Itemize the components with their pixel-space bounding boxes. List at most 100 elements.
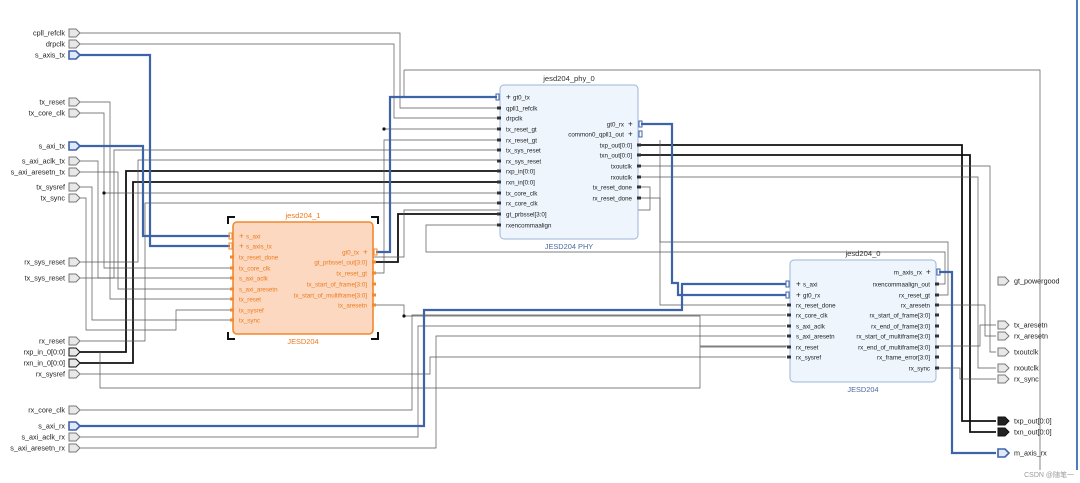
pin[interactable] (637, 185, 641, 189)
pin[interactable] (230, 318, 234, 322)
pin[interactable] (787, 355, 791, 359)
pin[interactable] (935, 355, 939, 359)
pin[interactable] (497, 138, 501, 142)
pin-label: tx_sys_reset (506, 148, 541, 155)
pin[interactable] (230, 297, 234, 301)
pin[interactable] (637, 164, 641, 168)
pin[interactable] (935, 293, 939, 297)
input-port-tx-sys-reset[interactable]: tx_sys_reset (25, 273, 81, 283)
input-port-s-axi-tx[interactable]: s_axi_tx (39, 141, 82, 151)
input-port-s-axi-aclk-rx[interactable]: s_axi_aclk_rx (21, 432, 81, 442)
net-connection (641, 144, 996, 422)
pin[interactable] (637, 153, 641, 157)
input-port-rx-sysref[interactable]: rx_sysref (36, 369, 81, 379)
interface-pin[interactable] (638, 120, 643, 128)
pin[interactable] (935, 282, 939, 286)
port-label: tx_sysref (36, 183, 65, 192)
pin[interactable] (787, 334, 791, 338)
pin-label: rx_reset_done (592, 196, 632, 203)
block-subtitle: JESD204 (847, 385, 878, 394)
pin[interactable] (637, 143, 641, 147)
input-port-rxp-in-000[interactable]: rxp_in_0[0:0] (23, 347, 81, 357)
pin[interactable] (935, 303, 939, 307)
pin[interactable] (230, 255, 234, 259)
output-port-gt-powergood[interactable]: gt_powergood (997, 276, 1060, 286)
input-port-rx-sys-reset[interactable]: rx_sys_reset (24, 257, 81, 267)
pin[interactable] (372, 303, 376, 307)
pin[interactable] (935, 334, 939, 338)
pin[interactable] (497, 180, 501, 184)
pin[interactable] (230, 287, 234, 291)
output-port-m-axis-rx[interactable]: m_axis_rx (997, 448, 1047, 458)
interface-pin[interactable] (936, 268, 941, 276)
input-port-tx-reset[interactable]: tx_reset (39, 97, 81, 107)
block-jesd204-0[interactable]: jesd204_0JESD204+s_axi+gt0_rxrx_reset_do… (785, 249, 941, 394)
pin[interactable] (787, 313, 791, 317)
pin[interactable] (372, 293, 376, 297)
pin[interactable] (497, 127, 501, 131)
interface-pin[interactable] (785, 291, 790, 299)
pin[interactable] (637, 196, 641, 200)
interface-pin[interactable] (495, 93, 500, 101)
pin[interactable] (372, 271, 376, 275)
pin[interactable] (637, 175, 641, 179)
expand-icon: + (796, 291, 801, 300)
interface-pin[interactable] (228, 242, 233, 250)
pin[interactable] (372, 260, 376, 264)
output-port-txoutclk[interactable]: txoutclk (997, 347, 1039, 357)
pin[interactable] (497, 223, 501, 227)
pin-label: tx_start_of_frame[3:0] (307, 282, 367, 289)
pin[interactable] (497, 159, 501, 163)
port-arrow-icon (68, 182, 81, 192)
pin[interactable] (372, 282, 376, 286)
input-port-rx-reset[interactable]: rx_reset (39, 336, 81, 346)
pin[interactable] (497, 106, 501, 110)
port-label: tx_core_clk (29, 109, 66, 118)
interface-pin[interactable] (785, 280, 790, 288)
pin-label: tx_reset_gt (506, 127, 537, 134)
output-port-rx-aresetn[interactable]: rx_aresetn (997, 331, 1048, 341)
pin[interactable] (497, 169, 501, 173)
input-port-tx-sysref[interactable]: tx_sysref (36, 182, 81, 192)
output-port-txn-out00[interactable]: txn_out[0:0] (997, 427, 1052, 437)
input-port-cpll-refclk[interactable]: cpll_refclk (33, 28, 81, 38)
pin[interactable] (230, 266, 234, 270)
pin[interactable] (935, 345, 939, 349)
input-port-tx-sync[interactable]: tx_sync (41, 193, 81, 203)
input-port-s-axis-tx[interactable]: s_axis_tx (35, 50, 82, 60)
output-port-rxoutclk[interactable]: rxoutclk (997, 363, 1039, 373)
pin-label: s_axis_tx (246, 244, 273, 251)
output-port-tx-aresetn[interactable]: tx_aresetn (997, 320, 1048, 330)
pin[interactable] (787, 303, 791, 307)
input-port-rx-core-clk[interactable]: rx_core_clk (28, 405, 81, 415)
pin[interactable] (935, 313, 939, 317)
pin[interactable] (497, 148, 501, 152)
pin[interactable] (497, 212, 501, 216)
pin[interactable] (230, 276, 234, 280)
pin[interactable] (935, 366, 939, 370)
interface-pin[interactable] (373, 248, 378, 256)
interface-pin[interactable] (228, 232, 233, 240)
input-port-s-axi-aclk-tx[interactable]: s_axi_aclk_tx (22, 156, 81, 166)
output-port-rx-sync[interactable]: rx_sync (997, 374, 1039, 384)
pin[interactable] (935, 324, 939, 328)
output-port-txp-out00[interactable]: txp_out[0:0] (997, 416, 1052, 426)
input-port-s-axi-rx[interactable]: s_axi_rx (38, 421, 82, 431)
interface-pin[interactable] (638, 130, 643, 138)
pin-label: s_axi_aresetn (796, 334, 835, 341)
pin[interactable] (497, 116, 501, 120)
block-jesd204-1[interactable]: jesd204_1JESD204+s_axi+s_axis_txtx_reset… (227, 211, 379, 346)
input-port-s-axi-aresetn-rx[interactable]: s_axi_aresetn_rx (10, 443, 81, 453)
pin[interactable] (230, 308, 234, 312)
pin[interactable] (497, 201, 501, 205)
input-port-s-axi-aresetn-tx[interactable]: s_axi_aresetn_tx (11, 167, 81, 177)
pin[interactable] (497, 191, 501, 195)
input-port-drpclk[interactable]: drpclk (46, 39, 81, 49)
pin[interactable] (787, 345, 791, 349)
pin-label: s_axi_aclk (239, 276, 269, 283)
input-port-tx-core-clk[interactable]: tx_core_clk (29, 108, 81, 118)
pin[interactable] (787, 324, 791, 328)
input-port-rxn-in-000[interactable]: rxn_in_0[0:0] (23, 358, 81, 368)
